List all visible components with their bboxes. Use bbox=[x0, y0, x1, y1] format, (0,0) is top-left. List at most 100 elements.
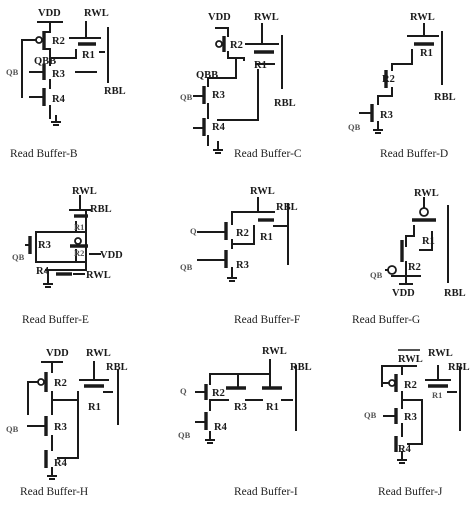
r2-label: R2 bbox=[212, 388, 225, 399]
rwl-bar-label: RWL bbox=[398, 354, 423, 365]
r2-label: R2 bbox=[408, 262, 421, 273]
r2-label: R2 bbox=[52, 36, 65, 47]
rwl-label: RWL bbox=[410, 12, 435, 23]
r4-label: R4 bbox=[398, 444, 412, 455]
labels-read-buffer-g: RWL RBL VDD QB R1 R2 bbox=[370, 188, 466, 299]
caption-read-buffer-c: Read Buffer-C bbox=[234, 148, 302, 160]
panel-read-buffer-i: RWL RBL Q QB R1 R2 R3 R4 Read Buffer-I bbox=[158, 340, 316, 509]
schematic-read-buffer-c bbox=[193, 23, 283, 154]
panel-read-buffer-j: RWL RWL RBL QB R1 R2 R3 R4 Read Buffer-J bbox=[316, 340, 474, 509]
r3-label: R3 bbox=[380, 110, 393, 121]
r2-label: R2 bbox=[236, 228, 249, 239]
qb-label: QB bbox=[6, 424, 19, 434]
qb-label: QB bbox=[6, 67, 19, 77]
r4-label: R4 bbox=[212, 122, 226, 133]
qb-label: QB bbox=[364, 410, 377, 420]
r3-label: R3 bbox=[234, 402, 247, 413]
labels-read-buffer-i: RWL RBL Q QB R1 R2 R3 R4 bbox=[178, 346, 312, 440]
vdd-label: VDD bbox=[100, 250, 123, 261]
labels-read-buffer-f: RWL RBL Q QB R1 R2 R3 bbox=[180, 186, 298, 272]
schematic-read-buffer-d bbox=[359, 23, 443, 134]
r1-label: R1 bbox=[422, 236, 435, 247]
qb-label: QB bbox=[180, 262, 193, 272]
r4-label: R4 bbox=[36, 266, 50, 277]
qb-label: QB bbox=[370, 270, 383, 280]
panel-read-buffer-f: RWL RBL Q QB R1 R2 R3 Read Buffer-F bbox=[158, 170, 316, 340]
rwl-label: RWL bbox=[86, 348, 111, 359]
q-label: Q bbox=[190, 226, 197, 236]
schematic-read-buffer-g bbox=[385, 197, 449, 285]
r1-label: R1 bbox=[432, 390, 442, 400]
rwl-label: RWL bbox=[262, 346, 287, 357]
schematic-read-buffer-h bbox=[27, 361, 119, 480]
caption-read-buffer-b: Read Buffer-B bbox=[10, 148, 78, 160]
labels-read-buffer-d: RWL RBL QB R1 R2 R3 bbox=[348, 12, 456, 132]
vdd-label: VDD bbox=[392, 288, 415, 299]
caption-read-buffer-g: Read Buffer-G bbox=[352, 314, 421, 326]
rbl-label: RBL bbox=[90, 204, 112, 215]
r2-label: R2 bbox=[74, 248, 84, 258]
rwl-label: RWL bbox=[250, 186, 275, 197]
rbl-label: RBL bbox=[106, 362, 128, 373]
schematic-read-buffer-i bbox=[195, 359, 297, 444]
rwl-label: RWL bbox=[414, 188, 439, 199]
labels-read-buffer-j: RWL RWL RBL QB R1 R2 R3 R4 bbox=[364, 348, 470, 455]
labels-read-buffer-b: VDD RWL RBL QBB QB R1 R2 R3 R4 bbox=[6, 8, 126, 105]
labels-read-buffer-e: RWL RBL VDD RWL QB R1 R2 R3 R4 bbox=[12, 186, 123, 281]
vdd-label: VDD bbox=[208, 12, 231, 23]
q-label: Q bbox=[180, 386, 187, 396]
vdd-label: VDD bbox=[46, 348, 69, 359]
rwl-label: RWL bbox=[254, 12, 279, 23]
rbl-label: RBL bbox=[448, 362, 470, 373]
r1-label: R1 bbox=[260, 232, 273, 243]
r3-label: R3 bbox=[404, 412, 417, 423]
r3-label: R3 bbox=[52, 69, 65, 80]
panel-read-buffer-g: RWL RBL VDD QB R1 R2 Read Buffer-G bbox=[316, 170, 474, 340]
r3-label: R3 bbox=[212, 90, 225, 101]
rbl-label: RBL bbox=[104, 86, 126, 97]
r3-label: R3 bbox=[38, 240, 51, 251]
rwl2-label: RWL bbox=[86, 270, 111, 281]
qb-label: QB bbox=[348, 122, 361, 132]
r1-label: R1 bbox=[82, 50, 95, 61]
r4-label: R4 bbox=[214, 422, 228, 433]
panel-read-buffer-h: VDD RWL RBL QB R1 R2 R3 R4 Read Buffer-H bbox=[0, 340, 158, 509]
r1-label: R1 bbox=[266, 402, 279, 413]
r2-label: R2 bbox=[54, 378, 67, 389]
r3-label: R3 bbox=[54, 422, 67, 433]
caption-read-buffer-f: Read Buffer-F bbox=[234, 314, 301, 326]
schematic-read-buffer-f bbox=[197, 197, 289, 282]
caption-read-buffer-h: Read Buffer-H bbox=[20, 486, 89, 498]
caption-read-buffer-i: Read Buffer-I bbox=[234, 486, 298, 498]
panel-read-buffer-b: VDD RWL RBL QBB QB R1 R2 R3 R4 Read Buff… bbox=[0, 0, 158, 170]
rbl-label: RBL bbox=[276, 202, 298, 213]
schematic-read-buffer-b bbox=[21, 21, 109, 126]
rbl-label: RBL bbox=[434, 92, 456, 103]
schematic-read-buffer-e bbox=[25, 195, 101, 288]
rbl-label: RBL bbox=[274, 98, 296, 109]
panel-read-buffer-d: RWL RBL QB R1 R2 R3 Read Buffer-D bbox=[316, 0, 474, 170]
qbb-label: QBB bbox=[34, 56, 56, 67]
qb-label: QB bbox=[180, 92, 193, 102]
caption-read-buffer-j: Read Buffer-J bbox=[378, 486, 443, 498]
r1-label: R1 bbox=[254, 60, 267, 71]
rwl-label: RWL bbox=[428, 348, 453, 359]
r3-label: R3 bbox=[236, 260, 249, 271]
caption-read-buffer-d: Read Buffer-D bbox=[380, 148, 449, 160]
rbl-label: RBL bbox=[444, 288, 466, 299]
labels-read-buffer-h: VDD RWL RBL QB R1 R2 R3 R4 bbox=[6, 348, 128, 469]
labels-read-buffer-c: VDD RWL RBL QBB QB R1 R2 R3 R4 bbox=[180, 12, 296, 133]
r1-label: R1 bbox=[74, 222, 84, 232]
qb-label: QB bbox=[12, 252, 25, 262]
panel-read-buffer-e: RWL RBL VDD RWL QB R1 R2 R3 R4 Read Buff… bbox=[0, 170, 158, 340]
rwl-label: RWL bbox=[84, 8, 109, 19]
r2-label: R2 bbox=[404, 380, 417, 391]
r1-label: R1 bbox=[420, 48, 433, 59]
qb-label: QB bbox=[178, 430, 191, 440]
r1-label: R1 bbox=[88, 402, 101, 413]
r4-label: R4 bbox=[52, 94, 66, 105]
r2-label: R2 bbox=[230, 40, 243, 51]
rwl-label: RWL bbox=[72, 186, 97, 197]
vdd-label: VDD bbox=[38, 8, 61, 19]
